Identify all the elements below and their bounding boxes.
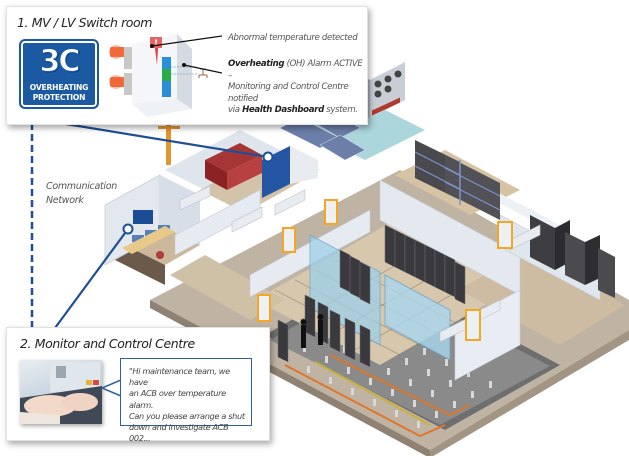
floor-pedestal	[373, 399, 376, 406]
speech-pointer	[100, 379, 122, 397]
monitor-control-centre-callout: 2. Monitor and Control Centre "Hi mainte…	[6, 327, 270, 443]
server-rack	[349, 255, 361, 299]
floor-pedestal	[417, 421, 420, 428]
server-rack	[394, 229, 406, 273]
floor-pedestal	[409, 379, 412, 386]
switch-room-node	[262, 151, 274, 163]
technicians	[300, 314, 324, 348]
callout-title: 2. Monitor and Control Centre	[20, 336, 195, 351]
transformer	[205, 143, 262, 190]
server-rack	[384, 224, 396, 268]
overheating-protection-badge: 3C OVERHEATING PROTECTION	[19, 39, 99, 109]
air-conditioners	[179, 185, 541, 343]
badge-number: 3C	[39, 44, 81, 80]
power-cable	[284, 364, 446, 438]
badge-line2: PROTECTION	[32, 93, 86, 102]
cable-tray	[314, 361, 431, 426]
floor-pedestal	[467, 370, 470, 377]
battery-racks	[414, 140, 501, 220]
server-rack	[444, 254, 456, 298]
corridor-floor	[170, 255, 285, 320]
network-icon	[198, 68, 208, 78]
floor-pedestal	[391, 389, 394, 396]
overheating-breaker-icon	[109, 45, 132, 69]
server-rack	[434, 249, 446, 293]
operator-keyboard-photo	[20, 360, 102, 424]
glass-partition	[384, 274, 451, 361]
floor-pedestal	[307, 366, 310, 373]
server-rack	[344, 317, 356, 361]
communication-network-label: Communication Network	[46, 181, 117, 206]
floor-pedestal	[435, 411, 438, 418]
power-cable	[329, 354, 471, 417]
switch-room-link-line	[65, 122, 269, 159]
maintenance-request-quote: "Hi maintenance team, we have an ACB ove…	[120, 358, 252, 443]
overheating-alarm-note: Overheating (OH) Alarm ACTIVE – Monitori…	[228, 59, 363, 115]
server-rack	[339, 249, 351, 293]
server-rack	[404, 234, 416, 278]
floor-pedestal	[387, 368, 390, 375]
floor-pedestal	[445, 359, 448, 366]
doors	[257, 199, 513, 341]
building-base-side	[430, 330, 629, 456]
floor-pedestal	[431, 390, 434, 397]
quote-text: "Hi maintenance team, we have an ACB ove…	[129, 366, 245, 444]
floor-pedestal	[405, 358, 408, 365]
floor-pedestal	[423, 348, 426, 355]
control-room-link-line	[54, 228, 129, 329]
ups-cabinets	[530, 215, 615, 298]
server-rack	[359, 261, 371, 305]
floor-pedestal	[369, 378, 372, 385]
circuit-breaker-illustration: !	[109, 34, 222, 117]
floor-pedestal	[303, 345, 306, 352]
server-rack	[359, 324, 371, 368]
svg-text:!: !	[154, 39, 158, 49]
alarm-indicator	[150, 37, 162, 48]
floor-pedestal	[329, 377, 332, 384]
server-rack	[304, 294, 316, 338]
floor-pedestal	[413, 400, 416, 407]
callout-title: 1. MV / LV Switch room	[17, 15, 153, 30]
overheating-breaker-icon	[109, 73, 132, 95]
control-room-desks	[122, 210, 175, 259]
server-rack	[277, 319, 289, 363]
server-rack	[454, 261, 466, 305]
floor-pedestal	[343, 346, 346, 353]
floor-pedestal	[489, 381, 492, 388]
floor-pedestal	[449, 380, 452, 387]
floor-pedestal	[347, 367, 350, 374]
utility-pole	[158, 120, 180, 165]
floor-pedestal	[427, 369, 430, 376]
badge-line1: OVERHEATING	[29, 83, 89, 92]
server-rack	[414, 239, 426, 283]
abnormal-temperature-note: Abnormal temperature detected	[228, 33, 358, 43]
floor-pedestal	[395, 410, 398, 417]
control-room-node	[122, 223, 134, 235]
server-rack	[329, 309, 341, 353]
floor-pedestal	[453, 401, 456, 408]
server-rack	[424, 244, 436, 288]
switch-room-callout: 1. MV / LV Switch room 3C OVERHEATING PR…	[6, 6, 368, 125]
floor-pedestal	[325, 356, 328, 363]
floor-pedestal	[471, 391, 474, 398]
floor-pedestal	[351, 388, 354, 395]
